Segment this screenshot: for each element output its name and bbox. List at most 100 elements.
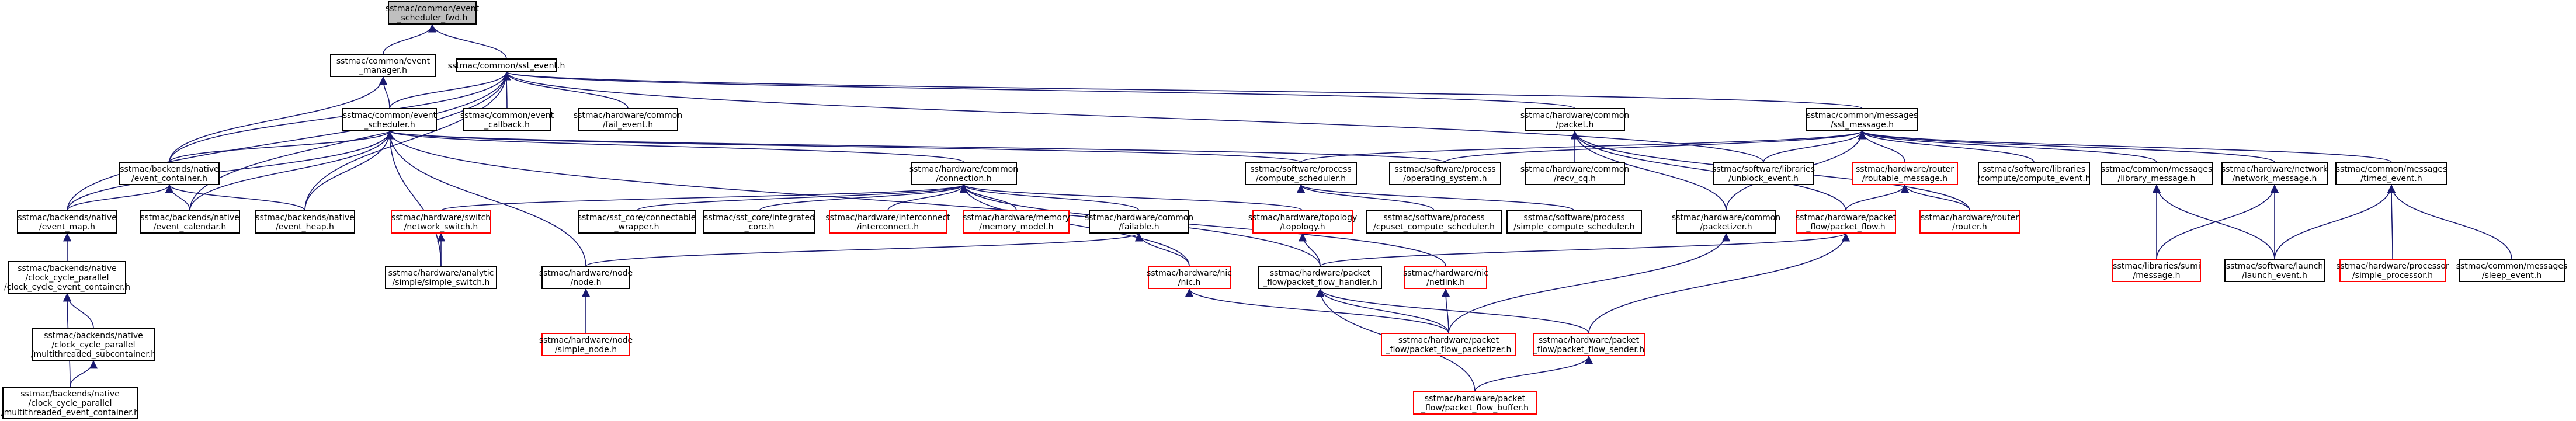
file-node-label: /router.h — [1952, 222, 1987, 232]
file-node-timed-event[interactable]: sstmac/common/messages/timed_event.h — [2335, 162, 2447, 185]
file-node-hw-packet[interactable]: sstmac/hardware/common/packet.h — [1520, 108, 1629, 131]
edge-packet-flow-sender-to-packet-flow-handler — [1315, 288, 1589, 334]
file-node-event-scheduler[interactable]: sstmac/common/event_scheduler.h — [342, 108, 437, 131]
dependency-edges — [63, 23, 2512, 392]
file-node-box — [1389, 162, 1501, 185]
file-node-event-calendar[interactable]: sstmac/backends/native/event_calendar.h — [140, 210, 240, 234]
file-node-label: /cpuset_compute_scheduler.h — [1373, 222, 1495, 232]
file-node-box — [32, 328, 155, 361]
file-node-label: sstmac/hardware/memory — [963, 213, 1070, 222]
file-node-routable-message[interactable]: sstmac/hardware/router/routable_message.… — [1852, 162, 1958, 185]
file-node-interconnect[interactable]: sstmac/hardware/interconnect/interconnec… — [825, 210, 950, 234]
file-node-library-message[interactable]: sstmac/common/messages/library_message.h — [2101, 162, 2213, 185]
file-node-label: sstmac/backends/native — [44, 331, 143, 340]
file-node-label: sstmac/backends/native — [18, 264, 117, 273]
edge-operating-system-to-event-scheduler — [386, 130, 1446, 163]
file-node-box — [2459, 259, 2565, 282]
edge-event-calendar-to-event-container — [165, 184, 190, 211]
file-node-event-callback[interactable]: sstmac/common/event_callback.h — [460, 108, 554, 131]
file-node-box — [1806, 108, 1918, 131]
file-node-connection[interactable]: sstmac/hardware/common/connection.h — [909, 162, 1018, 185]
file-node-box — [541, 333, 630, 356]
file-node-operating-system[interactable]: sstmac/software/process/operating_system… — [1389, 162, 1501, 185]
file-node-box — [963, 210, 1070, 234]
file-node-label: /clock_cycle_parallel — [52, 340, 136, 350]
file-node-label: /operating_system.h — [1403, 174, 1487, 183]
file-node-multithreaded-event-container[interactable]: sstmac/backends/native/clock_cycle_paral… — [1, 387, 139, 419]
file-node-label: sstmac/common/messages — [1807, 111, 1918, 120]
file-node-recv-cq[interactable]: sstmac/hardware/common/recv_cq.h — [1520, 162, 1629, 185]
file-node-simple-switch[interactable]: sstmac/hardware/analytic/simple/simple_s… — [385, 266, 497, 289]
file-node-connectable-wrapper[interactable]: sstmac/sst_core/connectable_wrapper.h — [578, 210, 696, 234]
file-node-label: sstmac/hardware/switch — [391, 213, 491, 222]
file-node-label: sstmac/common/event — [460, 111, 554, 120]
file-node-label: _wrapper.h — [614, 222, 659, 232]
file-node-packetizer[interactable]: sstmac/hardware/common/packetizer.h — [1672, 210, 1780, 234]
file-node-label: _flow/packet_flow_handler.h — [1262, 278, 1377, 287]
file-node-cpuset-compute-scheduler[interactable]: sstmac/software/process/cpuset_compute_s… — [1366, 210, 1502, 234]
edge-node-to-failable — [585, 232, 1143, 267]
file-node-label: /sleep_event.h — [2482, 271, 2542, 280]
file-node-multithreaded-subcontainer[interactable]: sstmac/backends/native/clock_cycle_paral… — [31, 328, 156, 361]
file-node-clock-cycle-event-container[interactable]: sstmac/backends/native/clock_cycle_paral… — [4, 261, 130, 294]
file-node-packet-flow-buffer[interactable]: sstmac/hardware/packet_flow/packet_flow_… — [1413, 391, 1537, 415]
file-node-sst-message[interactable]: sstmac/common/messages/sst_message.h — [1806, 108, 1918, 131]
file-node-box — [1713, 162, 1814, 185]
file-node-label: sstmac/libraries/sumi — [2113, 262, 2200, 271]
file-node-launch-event[interactable]: sstmac/software/launch/launch_event.h — [2224, 259, 2325, 282]
file-node-memory-model[interactable]: sstmac/hardware/memory/memory_model.h — [963, 210, 1070, 234]
file-node-nic[interactable]: sstmac/hardware/nic/nic.h — [1147, 266, 1232, 289]
edge-unblock-event-to-sst-event — [502, 71, 1764, 163]
file-node-fail-event[interactable]: sstmac/hardware/common/fail_event.h — [574, 108, 682, 131]
file-node-label: /topology.h — [1280, 222, 1325, 232]
file-node-label: _core.h — [744, 222, 775, 232]
file-node-sched-fwd[interactable]: sstmac/common/event_scheduler_fwd.h — [386, 1, 480, 25]
file-node-unblock-event[interactable]: sstmac/software/libraries/unblock_event.… — [1712, 162, 1815, 185]
file-node-packet-flow[interactable]: sstmac/hardware/packet_flow/packet_flow.… — [1796, 210, 1897, 234]
file-node-failable[interactable]: sstmac/hardware/common/failable.h — [1085, 210, 1193, 234]
file-node-router[interactable]: sstmac/hardware/router/router.h — [1919, 210, 2020, 234]
file-node-sst-event[interactable]: sstmac/common/sst_event.h — [448, 58, 565, 72]
file-node-netlink[interactable]: sstmac/hardware/nic/netlink.h — [1403, 266, 1488, 289]
file-node-integrated-core[interactable]: sstmac/sst_core/integrated_core.h — [703, 210, 815, 234]
file-node-event-heap[interactable]: sstmac/backends/native/event_heap.h — [255, 210, 355, 234]
file-node-compute-scheduler[interactable]: sstmac/software/process/compute_schedule… — [1245, 162, 1357, 185]
file-node-sleep-event[interactable]: sstmac/common/messages/sleep_event.h — [2456, 259, 2568, 282]
edge-packetizer-to-hw-packet — [1570, 130, 1727, 211]
file-node-box — [342, 108, 437, 131]
file-node-box — [1245, 162, 1357, 185]
file-node-simple-node[interactable]: sstmac/hardware/node/simple_node.h — [539, 333, 633, 356]
file-node-event-container[interactable]: sstmac/backends/native/event_container.h — [119, 162, 220, 185]
edge-hw-packet-to-sst-event — [502, 71, 1575, 109]
file-node-label: sstmac/hardware/common — [1520, 165, 1629, 174]
edge-multithreaded-event-container-to-multithreaded-subcontainer — [70, 360, 98, 388]
file-node-simple-processor[interactable]: sstmac/hardware/processor/simple_process… — [2336, 259, 2449, 282]
file-node-topology[interactable]: sstmac/hardware/topology/topology.h — [1248, 210, 1358, 234]
edge-fail-event-to-sst-event — [502, 71, 629, 109]
file-node-label: /network_switch.h — [404, 222, 478, 232]
file-node-label: sstmac/common/sst_event.h — [448, 61, 565, 71]
file-node-box — [1676, 210, 1776, 234]
file-node-box — [1506, 210, 1642, 234]
file-node-network-message[interactable]: sstmac/hardware/network/network_message.… — [2221, 162, 2328, 185]
file-node-event-map[interactable]: sstmac/backends/native/event_map.h — [17, 210, 117, 234]
file-node-label: sstmac/hardware/analytic — [388, 269, 494, 278]
file-node-node[interactable]: sstmac/hardware/node/node.h — [539, 266, 633, 289]
file-node-packet-flow-sender[interactable]: sstmac/hardware/packet_flow/packet_flow_… — [1533, 333, 1645, 356]
file-node-label: _flow/packet_flow_buffer.h — [1421, 403, 1529, 413]
file-node-label: _scheduler.h — [363, 120, 415, 130]
file-node-simple-compute-scheduler[interactable]: sstmac/software/process/simple_compute_s… — [1506, 210, 1642, 234]
file-node-box — [2224, 259, 2325, 282]
file-node-label: sstmac/hardware/processor — [2336, 262, 2449, 271]
file-node-network-switch[interactable]: sstmac/hardware/switch/network_switch.h — [391, 210, 491, 234]
file-node-event-manager[interactable]: sstmac/common/event_manager.h — [330, 54, 436, 77]
file-node-sumi-message[interactable]: sstmac/libraries/sumi/message.h — [2112, 259, 2201, 282]
edge-packet-flow-buffer-to-packet-flow-sender — [1474, 355, 1593, 392]
edge-event-container-to-event-manager — [169, 76, 388, 163]
file-node-packet-flow-handler[interactable]: sstmac/hardware/packet_flow/packet_flow_… — [1258, 266, 1382, 289]
file-node-label: /routable_message.h — [1862, 174, 1947, 183]
file-node-packet-flow-packetizer[interactable]: sstmac/hardware/packet_flow/packet_flow_… — [1381, 333, 1516, 356]
file-node-box — [1852, 162, 1958, 185]
file-node-label: /multithreaded_subcontainer.h — [31, 350, 156, 359]
file-node-compute-event[interactable]: sstmac/software/libraries/compute/comput… — [1977, 162, 2091, 185]
